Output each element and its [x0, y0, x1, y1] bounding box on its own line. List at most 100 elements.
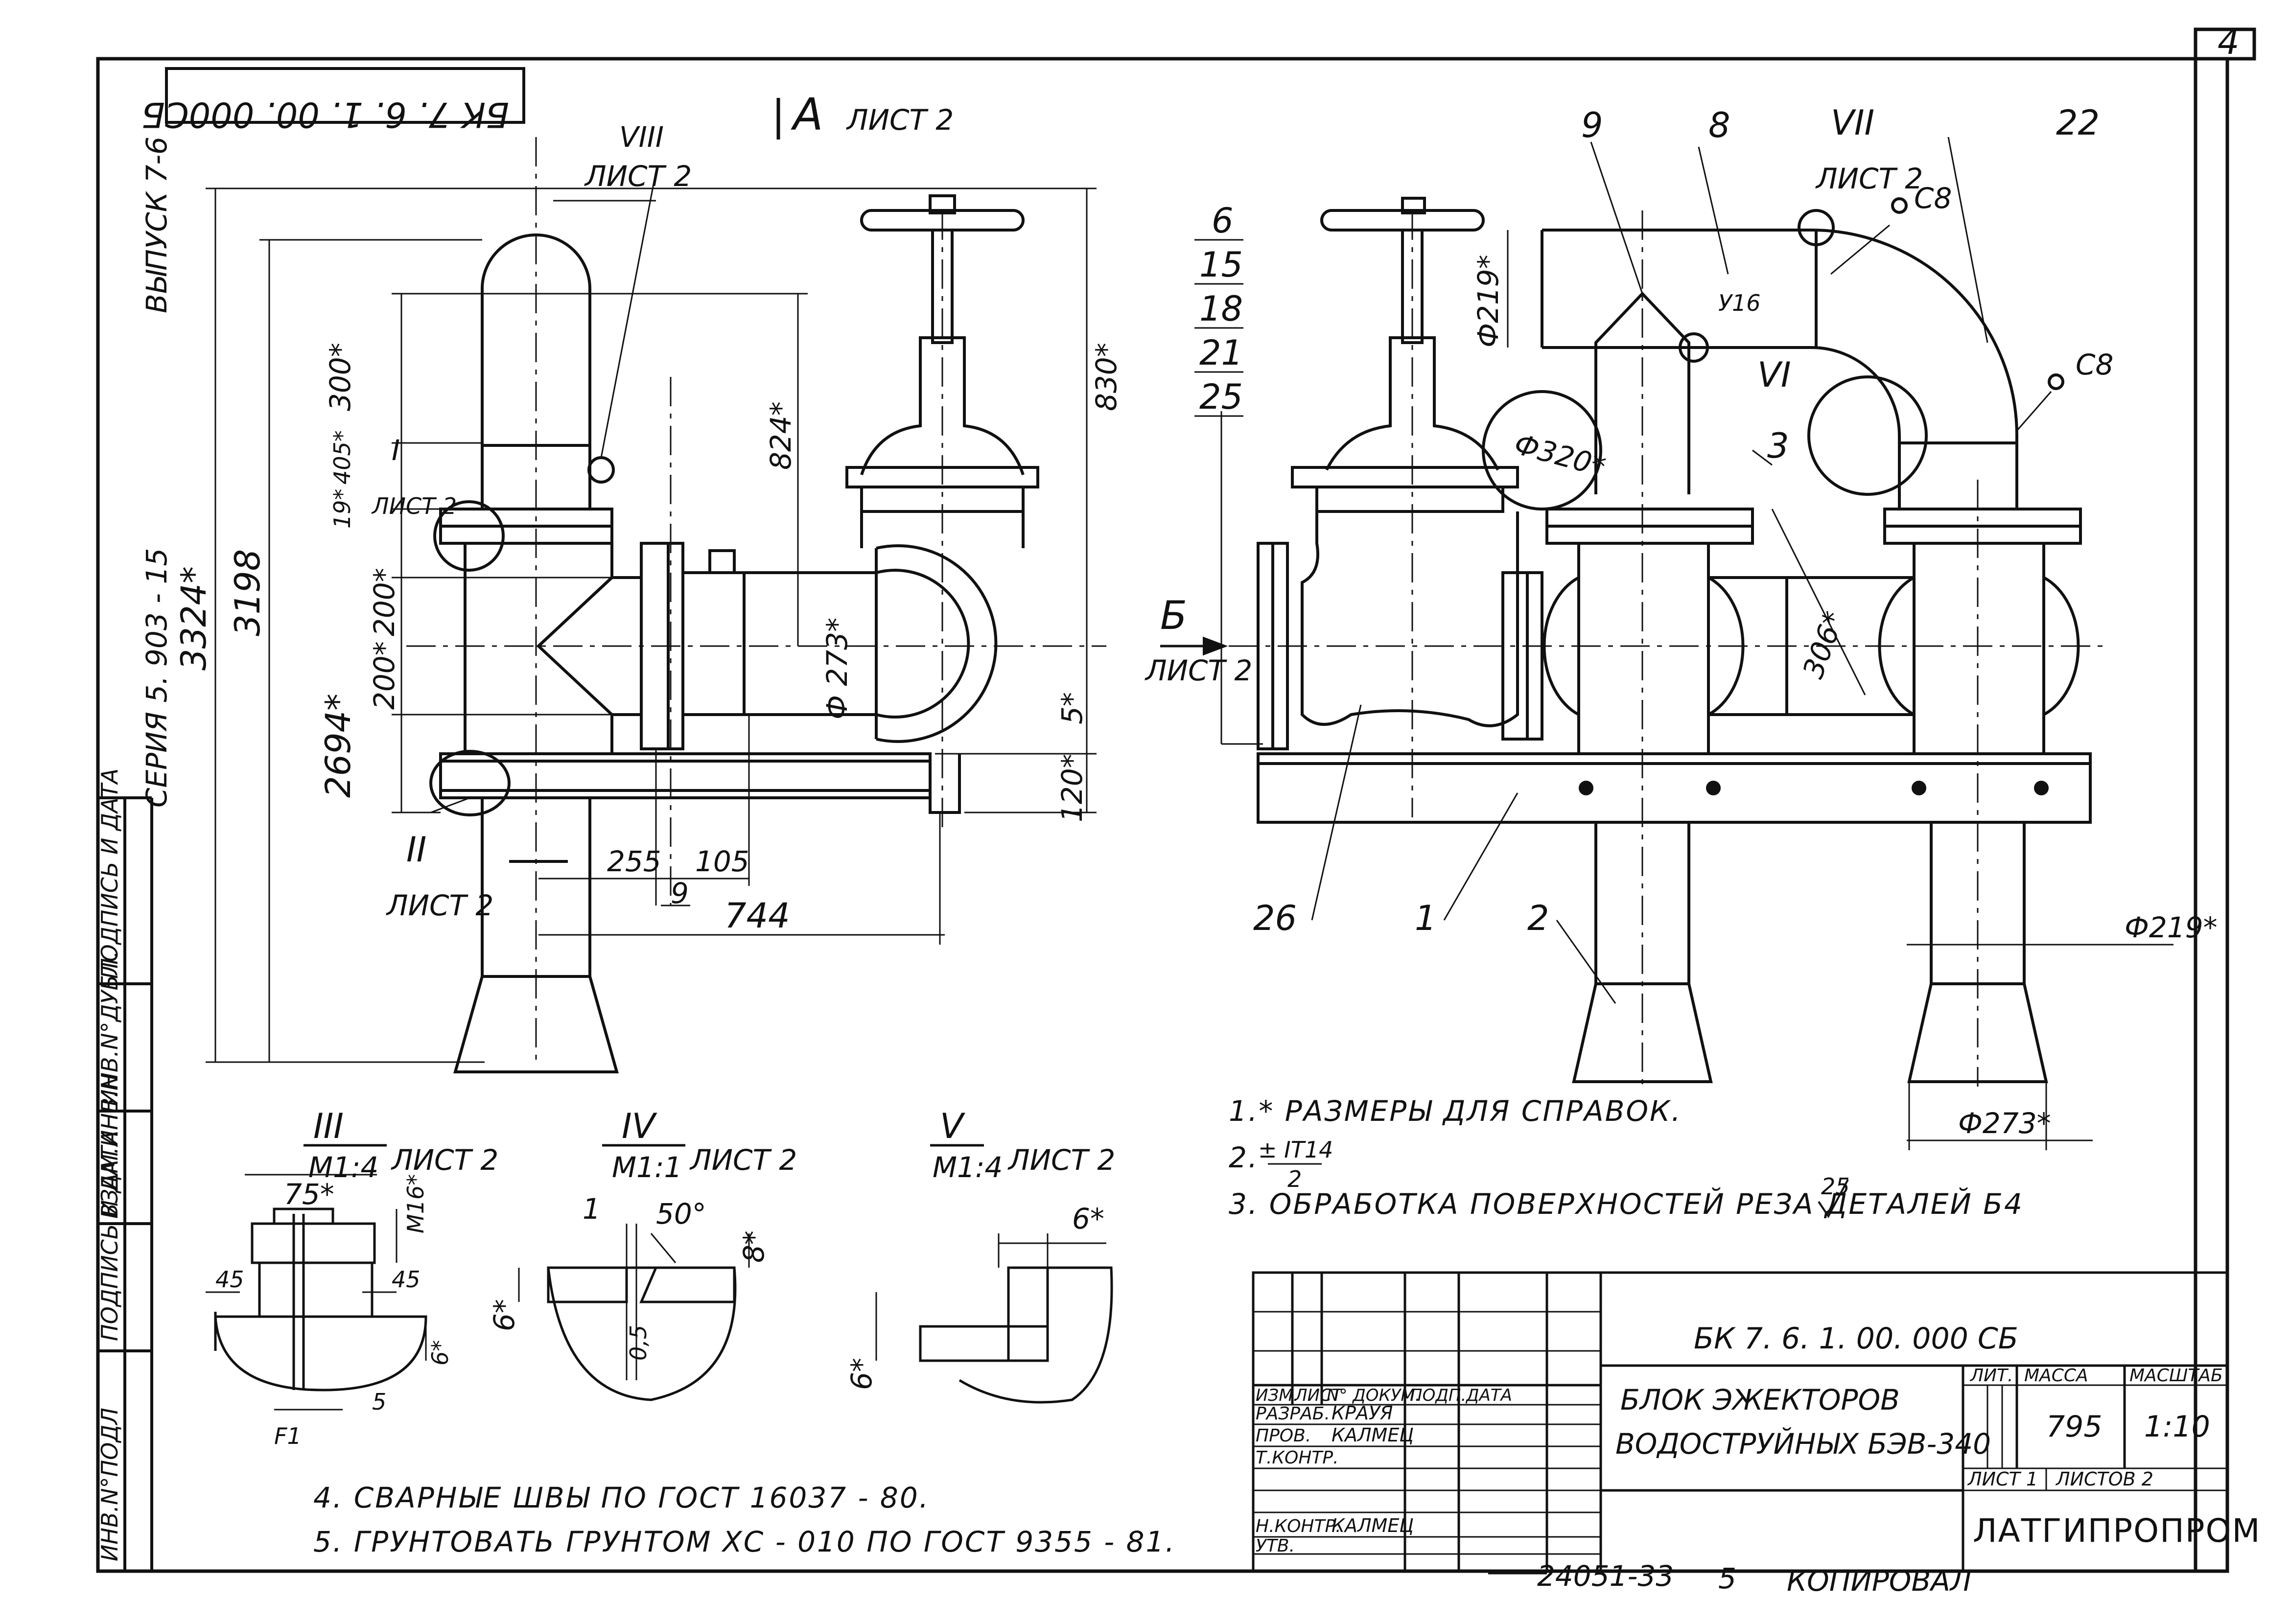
- tee-body: [464, 543, 641, 754]
- tb-row-utv: УТВ.: [1256, 1536, 1295, 1556]
- view-a-label: А: [791, 89, 823, 140]
- tb-row-nkontr: Н.КОНТР.: [1256, 1516, 1341, 1536]
- callout-i-label: I: [392, 434, 400, 467]
- dim-5: 5*: [1055, 692, 1089, 724]
- tb-hdr-data: ДАТА: [1465, 1386, 1512, 1405]
- tb-nkontr-name: КАЛМЕЦ: [1332, 1515, 1414, 1536]
- tb-hdr-doc: N° ДОКУМ.: [1327, 1386, 1421, 1405]
- detail-v-num: V: [940, 1106, 965, 1146]
- stack-21: 21: [1199, 333, 1243, 373]
- r-pos-vii: VII: [1831, 103, 1874, 143]
- r-pos-c8a: С8: [1914, 182, 1952, 215]
- dim-744: 744: [724, 896, 790, 936]
- code-stamp: БК 7. 6. 1. 00. 000СБ: [141, 67, 525, 135]
- tb-hdr-list: ЛИСТ: [1294, 1386, 1343, 1405]
- stack-6: 6: [1212, 201, 1234, 241]
- callout-viii-label: VIII: [619, 120, 664, 154]
- detail-iii-num: III: [313, 1106, 344, 1146]
- detail-iv: [518, 1144, 750, 1401]
- dim-2694: 2694*: [318, 694, 358, 798]
- dim-273: Ф 273*: [820, 618, 854, 719]
- detail-iv-sheet: ЛИСТ 2: [689, 1143, 797, 1177]
- tb-row-razrab: РАЗРАБ.: [1256, 1404, 1330, 1424]
- detail-iii-f1: F1: [274, 1423, 302, 1449]
- note-2-tol: ± IT14: [1258, 1137, 1333, 1163]
- dome-flange: [439, 508, 613, 528]
- view-a-sheet: ЛИСТ 2: [846, 103, 954, 137]
- r-pos-9: 9: [1581, 105, 1603, 145]
- note-1: 1.* РАЗМЕРЫ ДЛЯ СПРАВОК.: [1229, 1094, 1682, 1128]
- lower-pipe: [481, 798, 591, 976]
- stack-18: 18: [1199, 289, 1243, 329]
- note-2-num: 2.: [1229, 1141, 1259, 1174]
- handwheel: [860, 209, 1025, 232]
- dim-3324: 3324*: [174, 566, 214, 671]
- stack-underlines: [1194, 239, 1243, 417]
- detail-iii-w45b: 45: [392, 1266, 421, 1293]
- tb-masshtab: МАСШТАБ: [2129, 1366, 2223, 1386]
- note-2-denom: 2: [1287, 1166, 1302, 1192]
- margin-col-1: ИНВ.N°ПОДЛ: [96, 1408, 123, 1561]
- r-dim-306: 306*: [1796, 607, 1851, 683]
- bottom-num: 5: [1718, 1562, 1736, 1595]
- code-stamp-text: БК 7. 6. 1. 00. 000СБ: [141, 94, 509, 135]
- note-4: 4. СВАРНЫЕ ШВЫ ПО ГОСТ 16037 - 80.: [313, 1481, 930, 1514]
- tb-scale-value: 1:10: [2144, 1410, 2210, 1444]
- detail-iii-m16: М16*: [402, 1174, 429, 1233]
- detail-v: [875, 1144, 1113, 1404]
- r-pos-8: 8: [1708, 105, 1730, 145]
- detail-v-sheet: ЛИСТ 2: [1007, 1143, 1115, 1177]
- r-dim-273: Ф273*: [1958, 1107, 2051, 1140]
- detail-iii: [206, 1144, 427, 1411]
- detail-iii-d5: 5: [372, 1389, 386, 1415]
- r-flange-mid: [1501, 571, 1529, 741]
- right-view: [1160, 137, 2173, 1150]
- detail-v-scale: М1:4: [933, 1151, 1003, 1184]
- tb-name-2: ВОДОСТРУЙНЫХ БЭВ-340: [1615, 1427, 1991, 1461]
- tb-row-prov: ПРОВ.: [1256, 1426, 1311, 1446]
- view-b-label: Б: [1160, 593, 1187, 638]
- view-b-sheet: ЛИСТ 2: [1145, 654, 1252, 687]
- tb-prov-name: КАЛМЕЦ: [1332, 1424, 1414, 1446]
- valve-bonnet: [860, 336, 1025, 475]
- r-pos-2: 2: [1527, 898, 1549, 938]
- r-circle-320: [1482, 390, 1602, 510]
- left-pos-9: 9: [671, 877, 689, 910]
- r-pos-3: 3: [1767, 426, 1789, 466]
- detail-iv-d6: 6*: [488, 1299, 521, 1331]
- tb-list: ЛИСТ 1: [1967, 1468, 2038, 1490]
- left-margin-strip: [98, 796, 153, 1571]
- r-circle-vii: [1798, 209, 1835, 246]
- r-pos-c8b: С8: [2076, 348, 2113, 381]
- r-elbow: [1542, 229, 2018, 445]
- r-dim-219: Ф219*: [2125, 911, 2218, 944]
- valve-body: [876, 569, 970, 719]
- r-pos-vi: VI: [1757, 355, 1791, 395]
- callout-viii-sheet: ЛИСТ 2: [584, 160, 692, 193]
- callout-i-sheet: ЛИСТ 2: [371, 493, 457, 519]
- detail-iii-w45a: 45: [215, 1266, 244, 1293]
- callout-ii-label: II: [406, 830, 426, 870]
- tb-razrab-name: КРАУЯ: [1332, 1402, 1393, 1424]
- detail-iv-d8: 8*: [737, 1230, 771, 1263]
- tb-name-1: БЛОК ЭЖЕКТОРОВ: [1620, 1383, 1900, 1416]
- left-view: [206, 98, 1106, 1073]
- dim-300: 300*: [324, 343, 357, 411]
- r-dim-416: У16: [1718, 290, 1761, 316]
- dim-405: 405*: [329, 430, 355, 485]
- r-pos-22: 22: [2056, 103, 2100, 143]
- tb-hdr-izm: ИЗМ.: [1256, 1386, 1298, 1405]
- detail-iv-ang: 50°: [656, 1197, 706, 1230]
- dim-120: 120*: [1055, 754, 1089, 822]
- r-dim-219-top: Ф219*: [1472, 255, 1505, 348]
- title-block-grid: [1252, 1271, 2229, 1573]
- r-pos-26: 26: [1253, 898, 1297, 938]
- bottom-kopiroval: КОПИРОВАЛ: [1787, 1564, 1972, 1598]
- margin-col-3: ВЗАМ.ИНВ.N: [96, 1074, 123, 1219]
- dim-824: 824*: [764, 401, 797, 470]
- sheet-frame: [96, 27, 2256, 1573]
- dim-200-lower: 200*: [368, 641, 401, 710]
- r-base-channel: [1257, 752, 2092, 824]
- callout-ii-sheet: ЛИСТ 2: [386, 889, 493, 922]
- margin-col-5: ПОДПИСЬ И ДАТА: [96, 768, 123, 979]
